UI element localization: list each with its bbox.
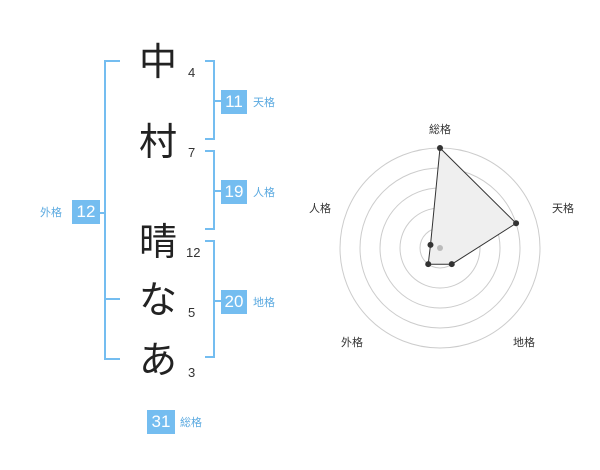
name-char-2: 村 <box>138 120 177 164</box>
radar-axis-label-tenkaku: 天格 <box>552 201 574 215</box>
name-char-1: 中 <box>138 40 177 84</box>
tenkaku-label: 天格 <box>253 96 275 109</box>
name-char-5: あ <box>138 338 177 382</box>
soukaku-label: 総格 <box>180 416 202 429</box>
stroke-count-2: 7 <box>188 145 196 160</box>
radar-polygon <box>427 146 517 265</box>
radar-axis-label-chikaku: 地格 <box>513 335 535 349</box>
radar-axis-label-soukaku: 総格 <box>429 122 451 136</box>
radar-point <box>437 145 443 151</box>
name-char-3: 晴 <box>138 220 177 264</box>
radar-axis-label-jinkaku: 人格 <box>309 201 331 215</box>
chikaku-label: 地格 <box>253 296 275 309</box>
radar-chart: 総格 天格 地格 外格 人格 <box>309 122 574 349</box>
radar-center-dot <box>437 245 443 251</box>
radar-axis-label-gaikaku: 外格 <box>341 335 363 349</box>
jinkaku-value: 19 <box>221 180 247 204</box>
stroke-count-5: 3 <box>188 365 196 380</box>
gaikaku-value: 12 <box>72 200 100 224</box>
gaikaku-label: 外格 <box>40 206 62 219</box>
soukaku-value: 31 <box>147 410 175 434</box>
radar-point <box>427 241 434 248</box>
radar-point <box>513 220 520 227</box>
stroke-count-1: 4 <box>188 65 196 80</box>
name-char-4: な <box>138 278 177 322</box>
chikaku-value: 20 <box>221 290 247 314</box>
tenkaku-value: 11 <box>221 90 247 114</box>
radar-point <box>425 261 432 268</box>
stroke-count-4: 5 <box>188 305 196 320</box>
stroke-count-3: 12 <box>186 245 201 260</box>
jinkaku-label: 人格 <box>253 186 275 199</box>
radar-points <box>425 145 520 268</box>
radar-point <box>448 261 455 268</box>
